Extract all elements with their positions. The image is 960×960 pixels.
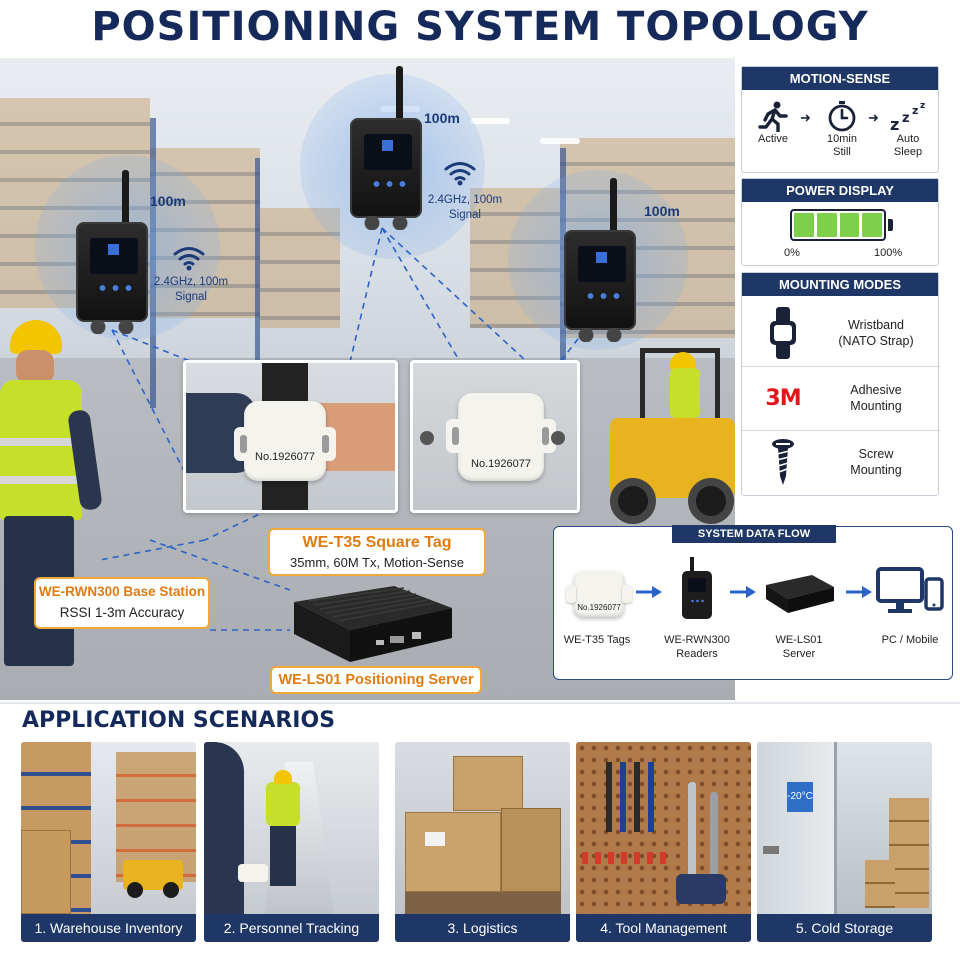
forklift-figure bbox=[600, 348, 735, 528]
mount-item-wristband: Wristband (NATO Strap) bbox=[742, 302, 940, 364]
flow-arrow-icon bbox=[730, 586, 756, 598]
base-station-device bbox=[76, 170, 148, 334]
tool-management-image bbox=[576, 742, 751, 914]
warehouse-inventory-image bbox=[21, 742, 196, 914]
wristband-icon bbox=[770, 307, 796, 359]
flow-node-pc-mobile: PC / Mobile bbox=[870, 563, 950, 647]
scenario-label: 5. Cold Storage bbox=[757, 914, 932, 942]
power-display-header: POWER DISPLAY bbox=[742, 179, 938, 202]
running-person-icon bbox=[758, 101, 788, 132]
range-label: 100m bbox=[150, 193, 186, 209]
data-flow-header: SYSTEM DATA FLOW bbox=[672, 525, 836, 543]
server-icon bbox=[766, 575, 834, 613]
mounting-modes-panel: MOUNTING MODES Wristband (NATO Strap) 3M… bbox=[741, 272, 940, 496]
logistics-image bbox=[395, 742, 570, 914]
power-max-label: 100% bbox=[874, 247, 903, 259]
temperature-sign: -20°C bbox=[787, 782, 813, 812]
power-min-label: 0% bbox=[784, 247, 800, 259]
motion-sense-header: MOTION-SENSE bbox=[742, 67, 938, 90]
ceiling-light bbox=[540, 138, 580, 144]
screw-head bbox=[420, 431, 434, 445]
signal-label: 2.4GHz, 100m Signal bbox=[427, 194, 503, 221]
scenario-label: 4. Tool Management bbox=[576, 914, 751, 942]
stopwatch-icon bbox=[828, 101, 856, 132]
battery-icon bbox=[790, 209, 886, 241]
base-station-device bbox=[350, 66, 422, 230]
positioning-server-device bbox=[294, 586, 452, 662]
scenario-label: 2. Personnel Tracking bbox=[204, 914, 379, 942]
mount-item-adhesive: 3M Adhesive Mounting bbox=[742, 366, 940, 428]
arrow-right-icon: ➜ bbox=[800, 110, 811, 125]
svg-text:z: z bbox=[902, 111, 910, 126]
tag-wrist-photo: No.1926077 bbox=[183, 360, 398, 513]
ceiling-light bbox=[470, 118, 510, 124]
pc-mobile-icon bbox=[876, 567, 944, 613]
mount-item-screw: Screw Mounting bbox=[742, 430, 940, 492]
svg-text:z: z bbox=[912, 104, 918, 117]
scenario-card-logistics[interactable]: 3. Logistics bbox=[395, 742, 570, 942]
svg-text:z: z bbox=[890, 115, 899, 132]
battery-segment bbox=[862, 213, 882, 237]
page-title: POSITIONING SYSTEM TOPOLOGY bbox=[91, 4, 869, 50]
battery-level bbox=[794, 213, 882, 237]
scenario-card-tools[interactable]: 4. Tool Management bbox=[576, 742, 751, 942]
flow-node-readers: WE-RWN300 Readers bbox=[654, 557, 740, 661]
square-tag: No.1926077 bbox=[446, 393, 556, 481]
battery-segment bbox=[816, 213, 837, 237]
motion-sense-panel: MOTION-SENSE Active ➜ 10min bbox=[741, 66, 939, 173]
reader-icon bbox=[682, 571, 712, 619]
motion-item: Active bbox=[745, 99, 801, 146]
data-flow-panel: SYSTEM DATA FLOW No.1926077 WE-T35 Tags … bbox=[553, 525, 953, 680]
scenario-card-personnel[interactable]: 2. Personnel Tracking bbox=[204, 742, 379, 942]
tag-wall-photo: No.1926077 bbox=[410, 360, 580, 513]
screw-head bbox=[551, 431, 565, 445]
wifi-icon bbox=[173, 247, 205, 271]
personnel-tracking-image bbox=[204, 742, 379, 914]
base-station-device bbox=[564, 178, 636, 342]
motion-sense-row: Active ➜ 10min Still ➜ z z z bbox=[742, 93, 940, 173]
battery-segment bbox=[839, 213, 860, 237]
scenario-card-cold-storage[interactable]: -20°C 5. Cold Storage bbox=[757, 742, 932, 942]
arrow-right-icon: ➜ bbox=[868, 110, 879, 125]
cold-storage-image: -20°C bbox=[757, 742, 932, 914]
range-label: 100m bbox=[644, 203, 680, 219]
tag-callout: WE-T35 Square Tag 35mm, 60M Tx, Motion-S… bbox=[268, 528, 486, 576]
signal-label: 2.4GHz, 100m Signal bbox=[153, 276, 229, 303]
scenario-label: 3. Logistics bbox=[395, 914, 570, 942]
tag-icon: No.1926077 bbox=[574, 571, 624, 617]
battery-terminal bbox=[888, 219, 893, 231]
screw-icon bbox=[772, 439, 794, 485]
scenario-label: 1. Warehouse Inventory bbox=[21, 914, 196, 942]
mounting-modes-header: MOUNTING MODES bbox=[742, 273, 938, 296]
server-callout: WE-LS01 Positioning Server bbox=[270, 666, 482, 694]
section-divider bbox=[0, 702, 960, 704]
rack-pillar bbox=[255, 158, 260, 378]
applications-header: APPLICATION SCENARIOS bbox=[22, 708, 336, 733]
3m-logo-icon: 3M bbox=[765, 385, 801, 411]
motion-item: z z z z Auto Sleep bbox=[880, 99, 936, 159]
station-callout: WE-RWN300 Base Station RSSI 1-3m Accurac… bbox=[34, 577, 210, 629]
sleep-zzz-icon: z z z z bbox=[890, 101, 925, 132]
flow-arrow-icon bbox=[846, 586, 872, 598]
motion-item: 10min Still bbox=[814, 99, 870, 159]
flow-node-server: WE-LS01 Server bbox=[754, 563, 844, 661]
wifi-icon bbox=[444, 162, 476, 186]
svg-text:z: z bbox=[920, 101, 925, 111]
range-label: 100m bbox=[424, 110, 460, 126]
scenario-card-warehouse[interactable]: 1. Warehouse Inventory bbox=[21, 742, 196, 942]
battery-segment bbox=[794, 213, 814, 237]
flow-node-tags: No.1926077 WE-T35 Tags bbox=[554, 563, 640, 647]
power-display-panel: POWER DISPLAY 0% 100% bbox=[741, 178, 939, 266]
square-tag: No.1926077 bbox=[234, 401, 336, 481]
flow-arrow-icon bbox=[636, 586, 662, 598]
